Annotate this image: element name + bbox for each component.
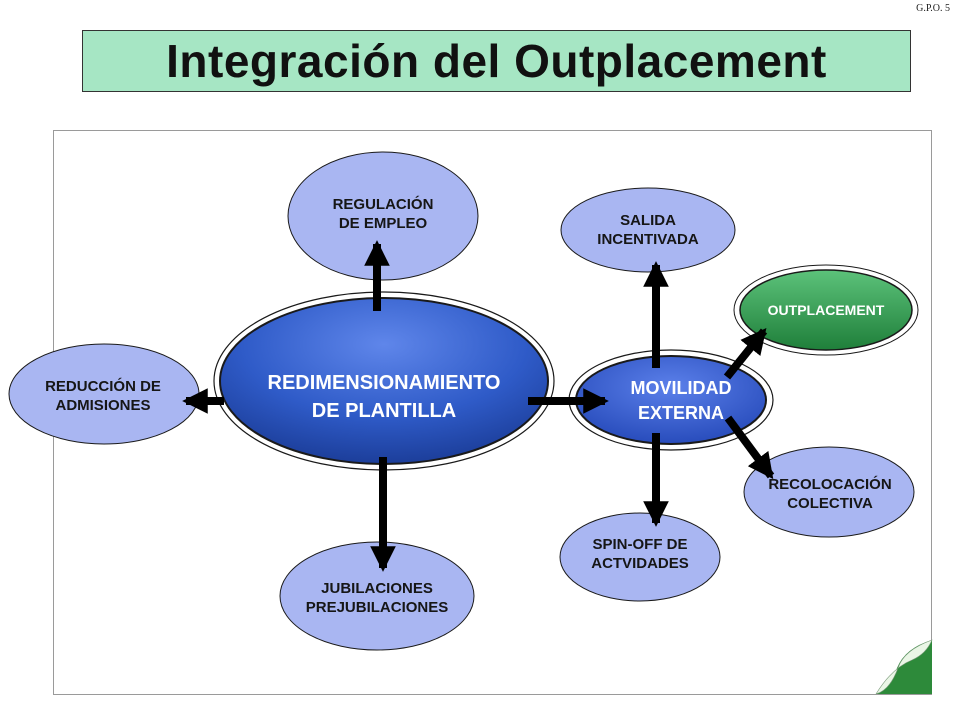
page-curl-icon [875,639,933,695]
node-regulacion [287,151,479,281]
arrow-to-recolocacion [724,415,775,480]
node-recolocacion [743,446,915,538]
page-code: G.P.O. 5 [916,3,950,14]
node-salida [560,187,736,273]
node-spinoff [559,512,721,602]
node-jubilaciones [279,541,475,651]
node-reduccion [8,343,200,445]
title-banner: Integración del Outplacement [82,30,911,92]
page-title: Integración del Outplacement [166,35,827,87]
node-outplacement [739,269,913,351]
arrow-to-outplacement [723,328,768,380]
node-outplacement-ring [733,264,919,356]
node-main [219,297,549,465]
